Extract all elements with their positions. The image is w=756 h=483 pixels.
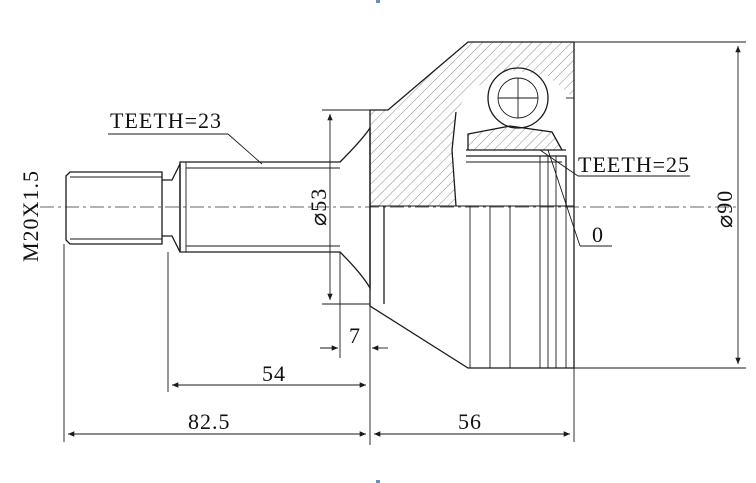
label-dim-54: 54 [262, 361, 286, 386]
dim-7 [320, 252, 388, 445]
leader-teeth-25 [539, 149, 690, 177]
label-dim-7: 7 [349, 323, 361, 348]
label-dim-82-5: 82.5 [188, 409, 231, 434]
threaded-stub [65, 163, 181, 253]
corner-mark-top [376, 0, 380, 3]
label-thread: M20X1.5 [18, 170, 43, 262]
dim-54 [167, 252, 366, 392]
dim-diameter-53 [322, 109, 370, 305]
leader-teeth-23 [108, 133, 263, 165]
housing-exterior [369, 205, 575, 369]
label-dim-56: 56 [458, 409, 482, 434]
dim-diameter-90 [574, 41, 746, 369]
corner-mark-bottom [376, 480, 380, 483]
label-diameter-90: ⌀90 [712, 190, 737, 228]
splined-shaft [179, 125, 371, 291]
housing-section [369, 41, 575, 207]
label-diameter-53: ⌀53 [306, 188, 331, 226]
dim-82-5-and-56 [63, 244, 575, 442]
label-teeth-25: TEETH=25 [578, 152, 690, 177]
label-teeth-23: TEETH=23 [110, 108, 222, 133]
label-angle-0: 0 [592, 222, 604, 247]
leader-angle-0 [547, 149, 612, 247]
